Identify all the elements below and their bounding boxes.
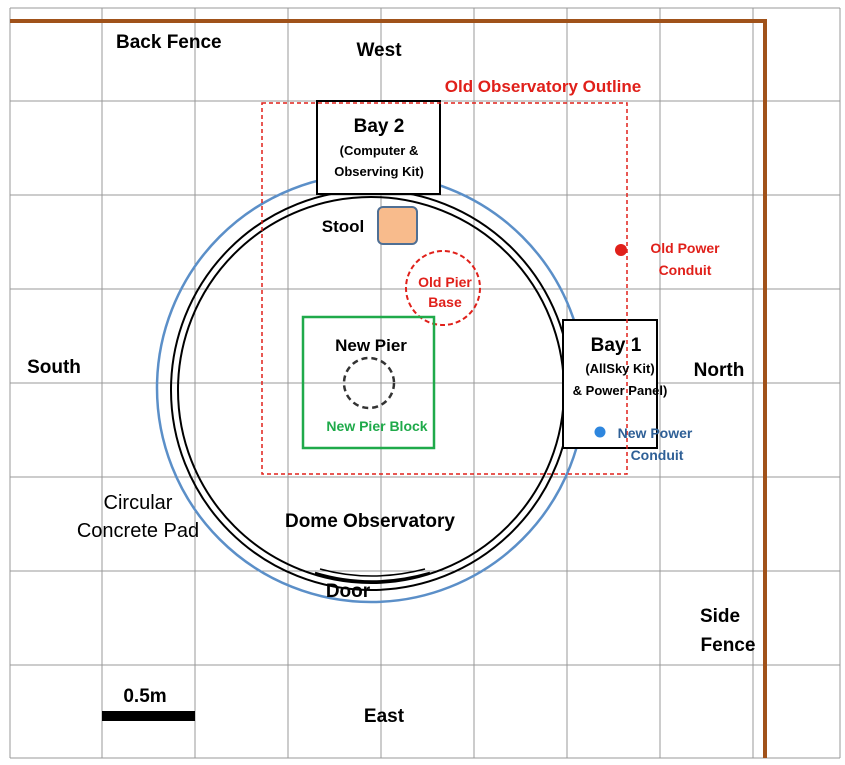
pad-label-line1: Circular xyxy=(104,492,173,514)
north-label: North xyxy=(694,360,745,381)
scale-bar xyxy=(102,711,195,721)
old-outline-label: Old Observatory Outline xyxy=(445,77,642,96)
side-fence-label-line1: Side xyxy=(700,606,740,627)
fences xyxy=(10,19,767,758)
old-power-label-line1: Old Power xyxy=(650,240,720,256)
old-pier-label-line1: Old Pier xyxy=(418,274,472,290)
bay-1-box xyxy=(562,319,658,449)
side-fence-label-line2: Fence xyxy=(701,635,756,656)
new-power-conduit-dot xyxy=(594,426,606,438)
circular-concrete-pad xyxy=(155,172,587,604)
east-label: East xyxy=(364,706,405,727)
scale-label: 0.5m xyxy=(123,686,166,707)
south-label: South xyxy=(27,357,81,378)
bay-1-title: Bay 1 xyxy=(591,335,642,356)
old-power-conduit-dot xyxy=(615,244,627,256)
old-pier-base-circle xyxy=(405,250,481,326)
door-arc xyxy=(314,571,431,583)
west-label: West xyxy=(356,40,402,61)
pad-label-line2: Concrete Pad xyxy=(77,520,199,542)
bay-2-title: Bay 2 xyxy=(354,116,405,137)
old-observatory-outline xyxy=(261,102,628,475)
new-pier-label: New Pier xyxy=(335,336,407,355)
back-fence-line xyxy=(10,19,767,758)
door-label: Door xyxy=(326,581,371,602)
stool-square xyxy=(377,206,418,245)
dome-label: Dome Observatory xyxy=(285,511,455,532)
new-power-label-line1: New Power xyxy=(618,425,693,441)
bay-2-desc-line2: Observing Kit) xyxy=(334,164,424,179)
new-pier-circle xyxy=(342,356,396,410)
bay-2-box xyxy=(316,100,441,195)
new-pier-block xyxy=(301,315,436,450)
old-power-label-line2: Conduit xyxy=(659,262,712,278)
old-pier-label-line2: Base xyxy=(428,294,462,310)
bay-1-desc-line1: (AllSky Kit) xyxy=(585,361,654,376)
bay-1-desc-line2: & Power Panel) xyxy=(573,383,668,398)
new-power-label-line2: Conduit xyxy=(631,447,684,463)
door-arc-inner xyxy=(319,568,426,577)
stool-label: Stool xyxy=(322,217,365,236)
new-pier-block-label: New Pier Block xyxy=(326,418,427,434)
back-fence-label: Back Fence xyxy=(116,32,222,53)
bay-2-desc-line1: (Computer & xyxy=(340,143,419,158)
